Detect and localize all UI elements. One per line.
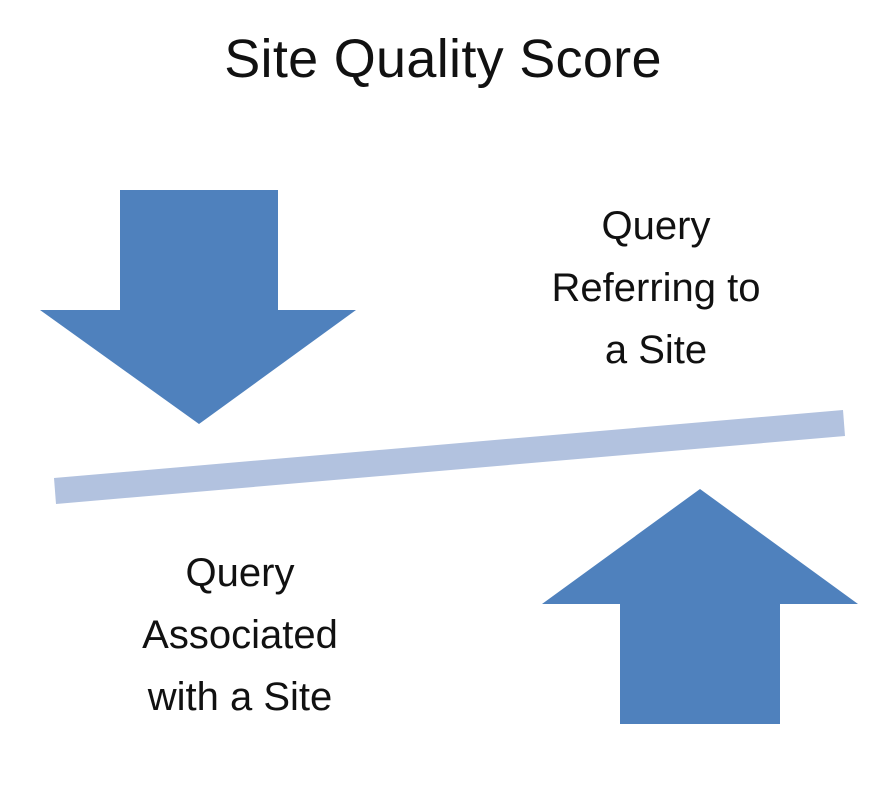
query-referring-line-2: Referring to [551, 266, 761, 310]
balance-bar [54, 410, 845, 504]
query-associated-line-1: Query [185, 551, 295, 595]
down-arrow-icon [40, 190, 356, 424]
up-arrow-icon [542, 489, 858, 724]
query-associated-label: Query Associated with a Site [90, 542, 390, 728]
query-associated-line-2: Associated [142, 613, 338, 657]
query-referring-line-3: a Site [604, 328, 708, 372]
query-referring-line-1: Query [601, 204, 711, 248]
query-associated-line-3: with a Site [147, 675, 333, 719]
query-referring-label: Query Referring to a Site [500, 195, 812, 381]
page-title: Site Quality Score [224, 29, 662, 89]
